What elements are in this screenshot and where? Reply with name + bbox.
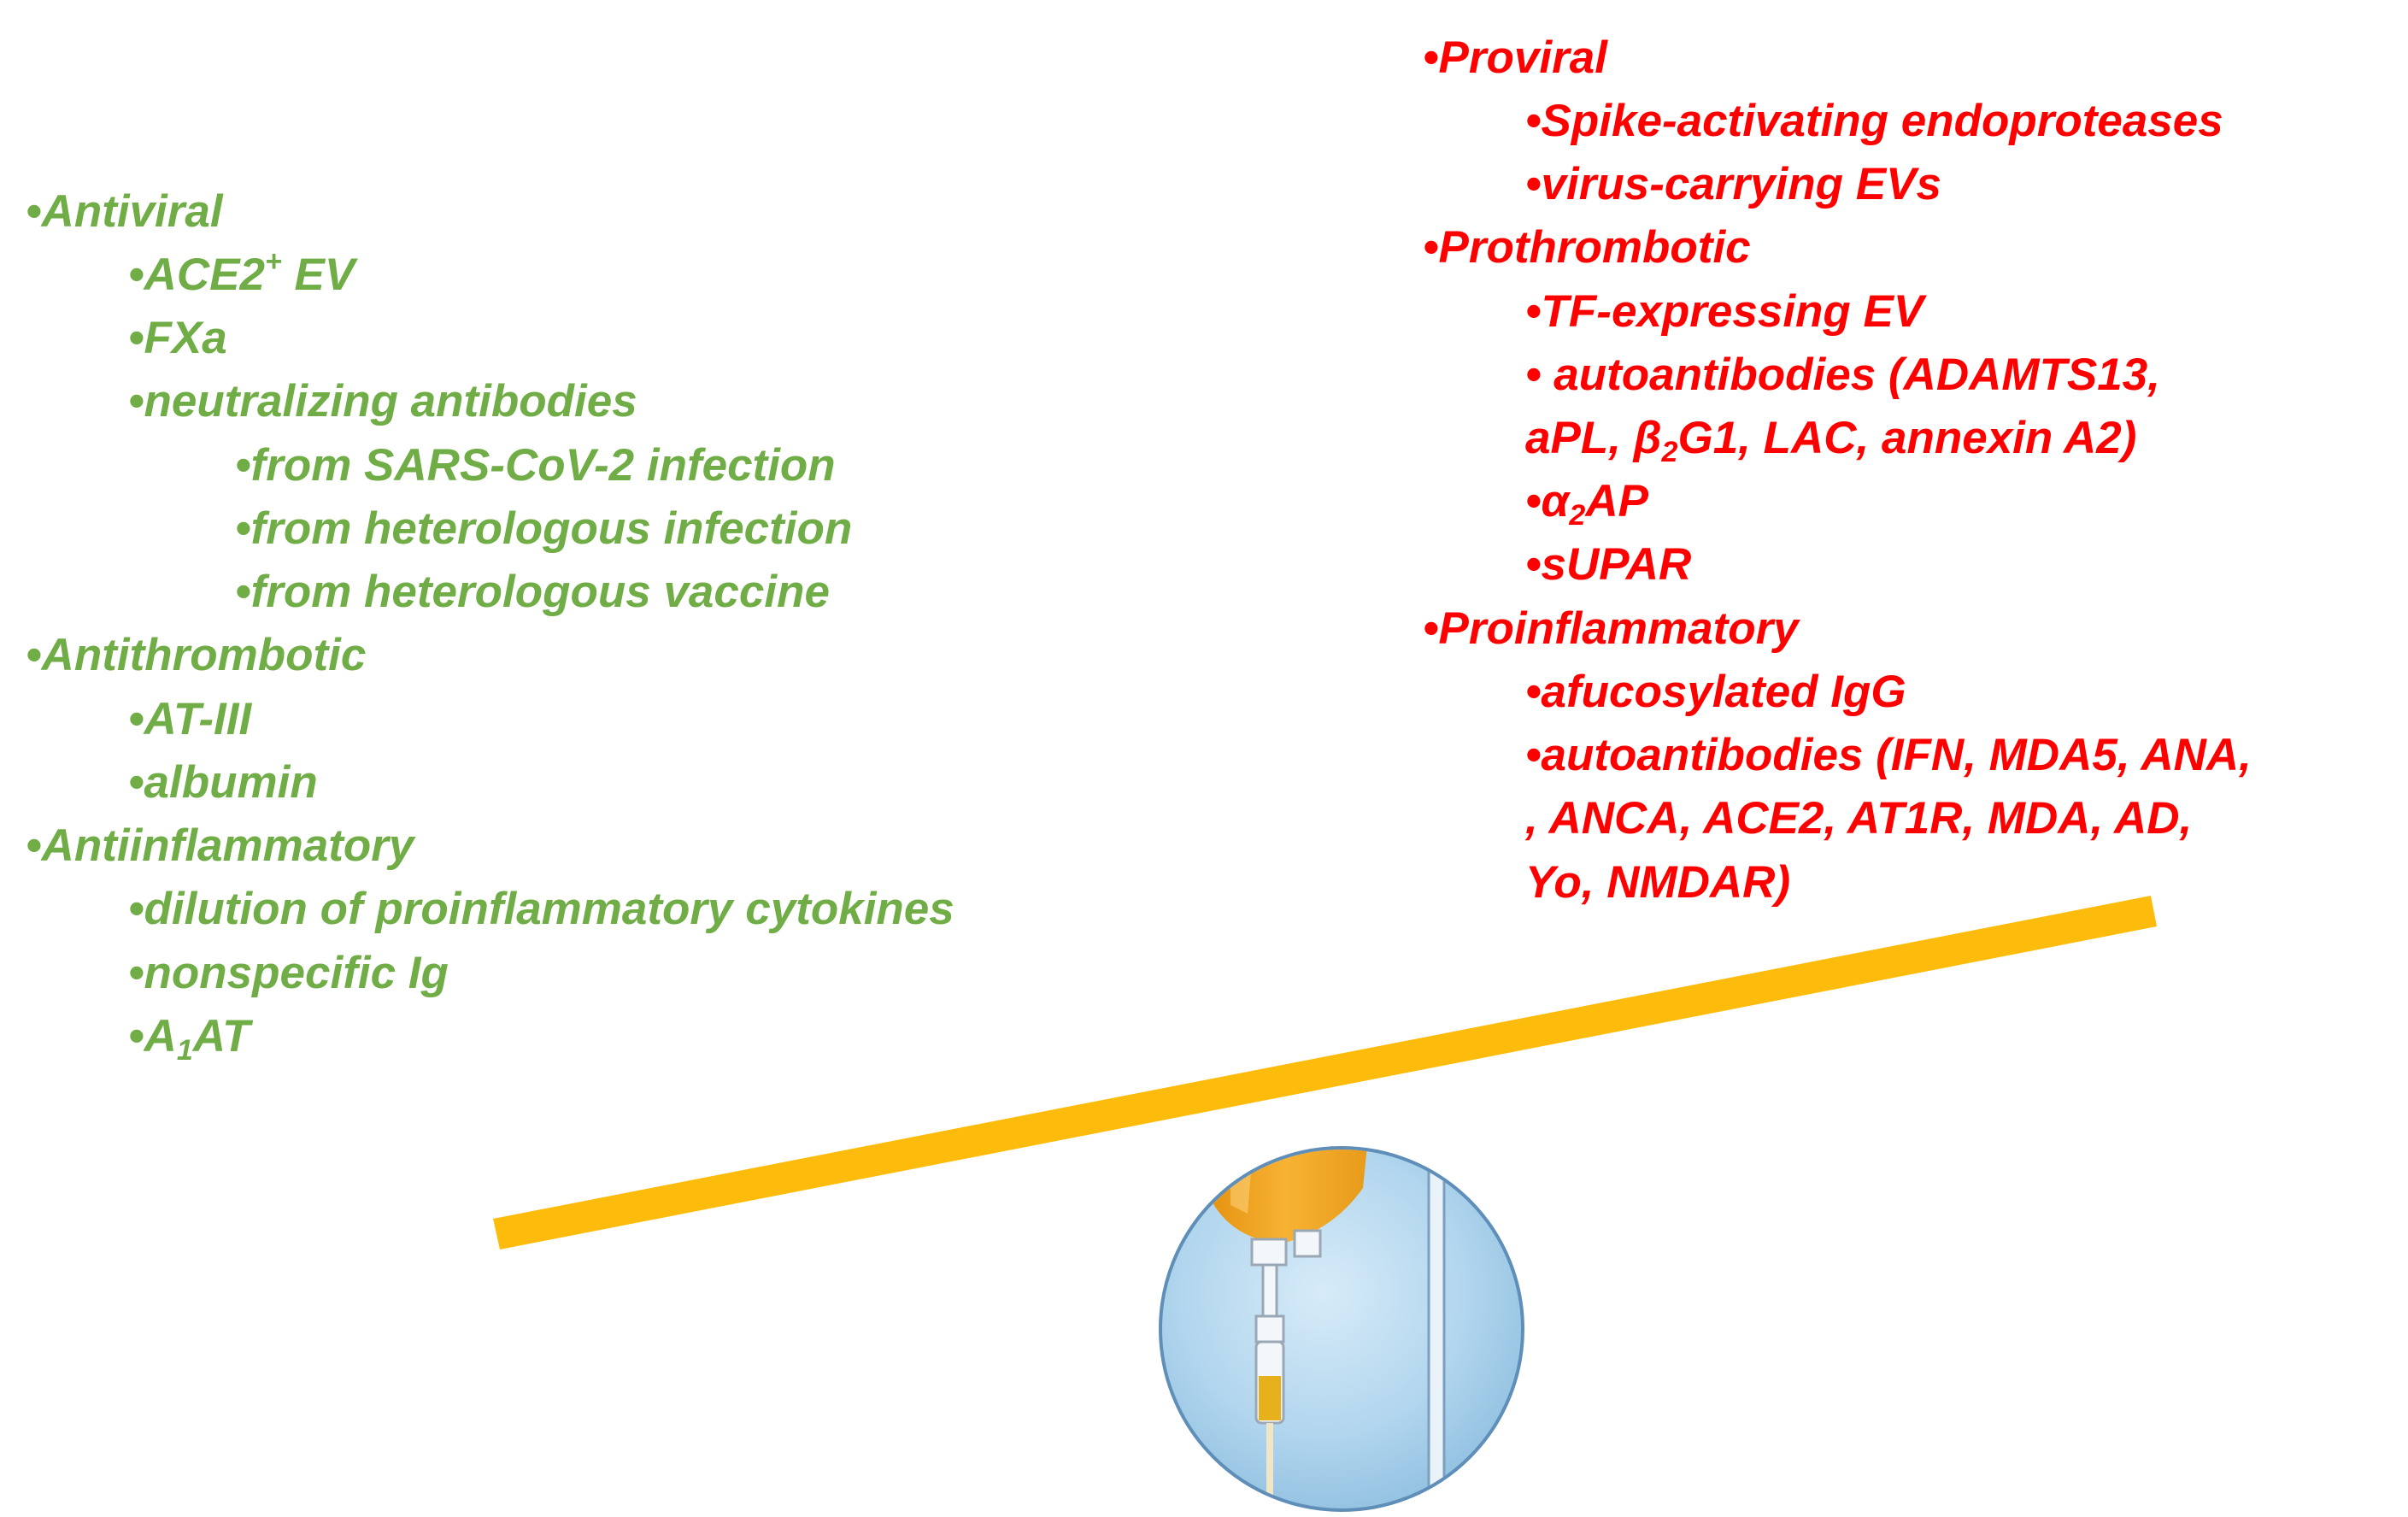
neutralizing-antibodies-item: •neutralizing antibodies — [128, 376, 637, 426]
supar-item: •sUPAR — [1525, 539, 1692, 590]
from-heterologous-vaccine-item: •from heterologous vaccine — [235, 567, 830, 617]
antiinflammatory-heading: •Antiinflammatory — [26, 820, 414, 871]
proinflammatory-autoantibodies-line3: Yo, NMDAR) — [1525, 857, 1791, 908]
albumin-item: •albumin — [128, 757, 318, 808]
afucosylated-igg-item: •afucosylated IgG — [1525, 667, 1906, 717]
at3-item: •AT-III — [128, 694, 252, 744]
a2ap-item: •α2AP — [1525, 476, 1648, 532]
ace2-ev-item: •ACE2+ EV — [128, 245, 355, 300]
proviral-heading: •Proviral — [1423, 32, 1607, 83]
proinflammatory-autoantibodies-line2: , ANCA, ACE2, AT1R, MDA, AD, — [1525, 793, 2193, 844]
tf-expressing-ev-item: •TF-expressing EV — [1525, 286, 1924, 337]
nonspecific-ig-item: •nonspecific Ig — [128, 948, 449, 998]
prothrombotic-autoantibodies-line2: aPL, β2G1, LAC, annexin A2) — [1525, 413, 2137, 468]
antiviral-heading: •Antiviral — [26, 186, 223, 237]
proinflammatory-heading: •Proinflammatory — [1423, 603, 1799, 654]
virus-carrying-evs-item: •virus-carrying EVs — [1525, 159, 1941, 209]
fxa-item: •FXa — [128, 313, 227, 363]
spike-endoproteases-item: •Spike-activating endoproteases — [1525, 96, 2223, 146]
prothrombotic-autoantibodies-line1: • autoantibodies (ADAMTS13, — [1525, 350, 2160, 400]
from-sars-item: •from SARS-CoV-2 infection — [235, 440, 836, 491]
antithrombotic-heading: •Antithrombotic — [26, 630, 367, 680]
prothrombotic-heading: •Prothrombotic — [1423, 222, 1751, 273]
seesaw-beam — [493, 896, 2157, 1249]
iv-plasma-bag-icon — [1159, 1146, 1524, 1512]
a1at-item: •A1AT — [128, 1011, 250, 1067]
from-heterologous-infection-item: •from heterologous infection — [235, 503, 853, 554]
dilution-item: •dilution of proinflammatory cytokines — [128, 884, 954, 934]
proinflammatory-autoantibodies-line1: •autoantibodies (IFN, MDA5, ANA, — [1525, 730, 2252, 780]
